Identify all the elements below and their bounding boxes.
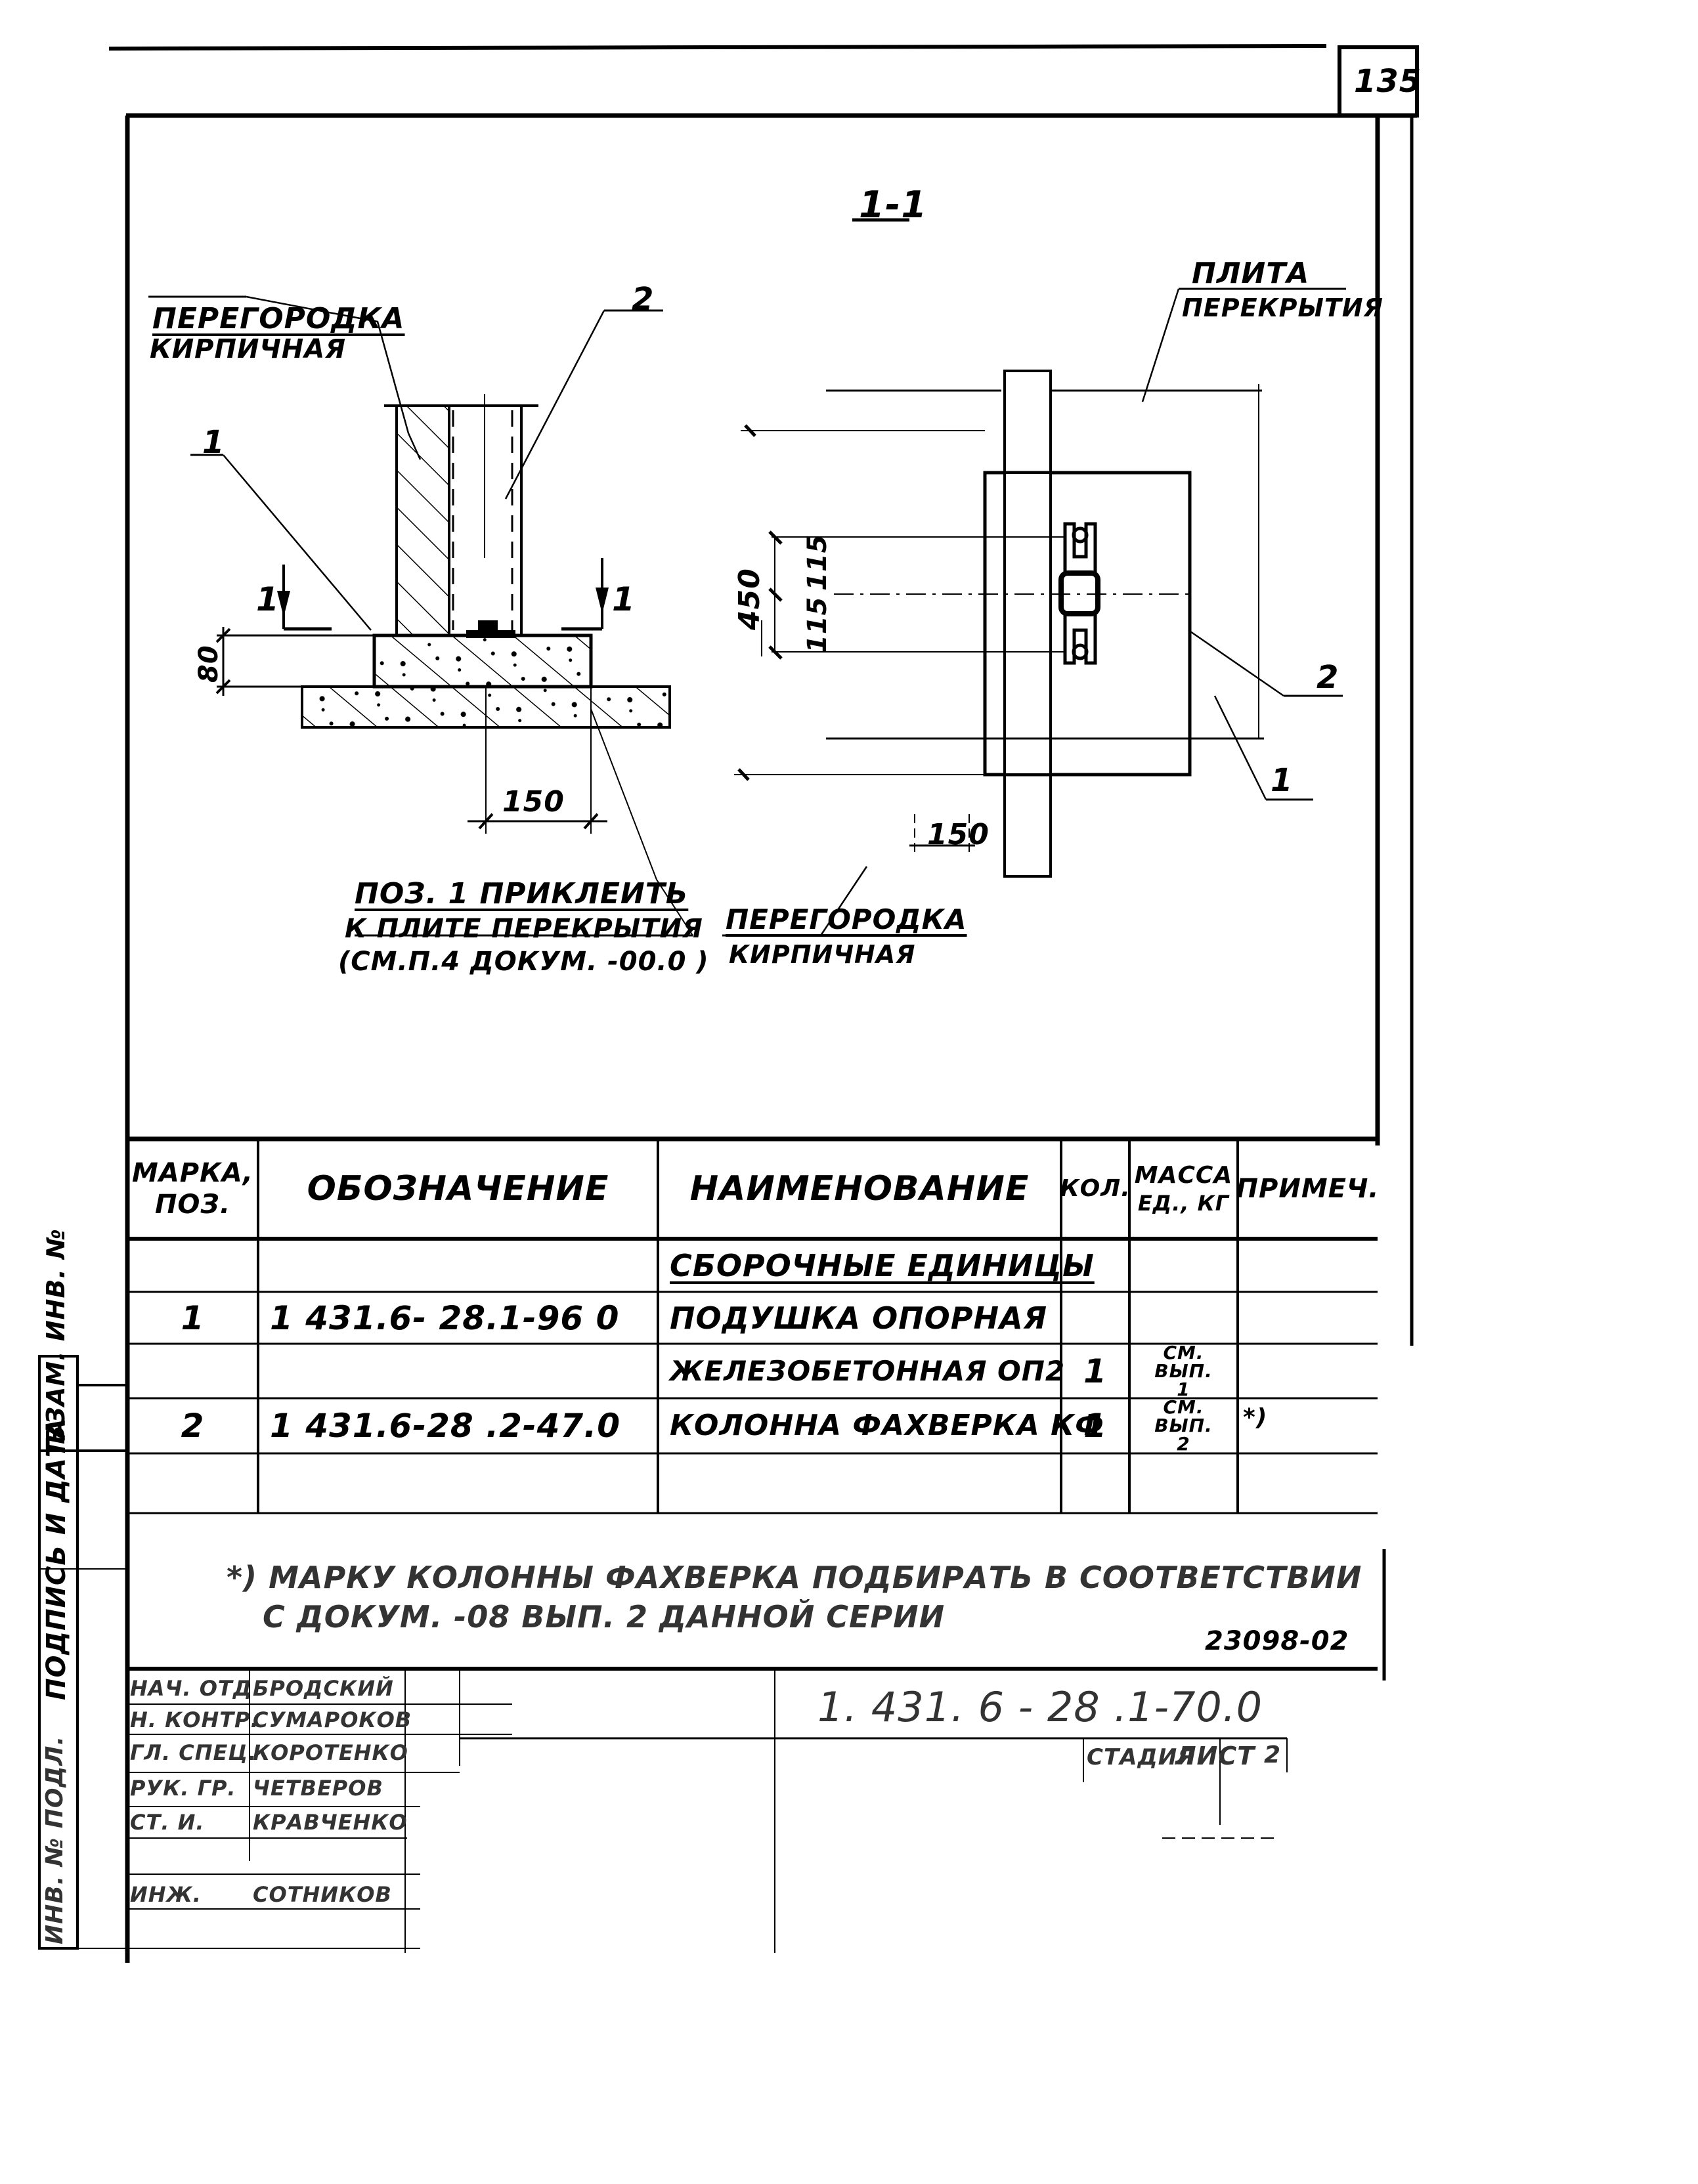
label-slab-line2: перекрытия	[1182, 293, 1383, 322]
tb-role-1: Н. контр.	[130, 1707, 259, 1732]
tb-name-3: Четверов	[253, 1776, 383, 1801]
note-line3: (см.п.4 докум. -00.0 )	[338, 947, 709, 977]
tb-role-0: Нач. отд.	[130, 1676, 261, 1701]
th-qty: Кол.	[1060, 1175, 1131, 1202]
th-mass: Масса ед., кг	[1129, 1139, 1238, 1239]
label-partition-line2: кирпичная	[150, 334, 346, 364]
note-line2: к плите перекрытия	[345, 914, 703, 944]
page-number: 135	[1354, 63, 1422, 100]
th-name: Наименование	[689, 1169, 1030, 1209]
tb-name-0: Бродский	[253, 1676, 394, 1701]
th-note: Примеч.	[1236, 1174, 1380, 1204]
row3-designation: 1 431.6-28 .2-47.0	[270, 1407, 620, 1445]
tb-role-2: Гл. спец.	[130, 1740, 257, 1765]
tb-name-2: Коротенко	[253, 1740, 408, 1765]
th-mark-line1: Марка,	[132, 1158, 253, 1188]
sheet-label: Лист	[1175, 1742, 1255, 1770]
row3-name: Колонна фахверка КФ	[670, 1409, 1104, 1442]
callout-1-right: 1	[1271, 762, 1294, 799]
row2-qty: 1	[1083, 1352, 1107, 1390]
row1-mark: 1	[181, 1298, 205, 1337]
side-replaced-inv: Взам. инв. №	[41, 1228, 70, 1444]
footnote-line2: с докум. -08 вып. 2 данной серии	[263, 1599, 946, 1635]
archive-number: 23098-02	[1205, 1626, 1349, 1656]
side-inv-original: Инв. № подл.	[41, 1735, 68, 1944]
dim-450: 450	[733, 568, 766, 630]
stage-label: Стадия	[1087, 1744, 1196, 1770]
th-mass-line2: ед., кг	[1137, 1191, 1230, 1216]
sheet-value: 2	[1264, 1742, 1282, 1768]
note-line1: Поз. 1 приклеить	[355, 877, 689, 910]
row3-mass: см. вып. 2	[1154, 1396, 1213, 1455]
row1-name: Подушка опорная	[670, 1300, 1048, 1336]
th-mark-line2: поз.	[154, 1189, 231, 1220]
row3-note: *)	[1243, 1404, 1268, 1431]
label-slab-line1: Плита	[1192, 257, 1310, 290]
tb-name-4: Кравченко	[253, 1810, 408, 1835]
section-heading: Сборочные единицы	[670, 1247, 1095, 1283]
dim-80: 80	[194, 645, 224, 683]
row2-mass: см. вып. 1	[1154, 1341, 1213, 1400]
section-mark-left: 1	[256, 580, 280, 618]
section-title: 1-1	[859, 184, 928, 226]
tb-name-1: Сумароков	[253, 1707, 412, 1732]
row2-name: железобетонная ОП2	[670, 1354, 1066, 1387]
dim-150-right: 150	[927, 818, 990, 851]
th-mass-line1: Масса	[1134, 1162, 1233, 1189]
label-partition-r-line2: кирпичная	[729, 940, 916, 969]
tb-name-6: Сотников	[253, 1882, 392, 1907]
dim-115-upper: 115	[802, 534, 833, 591]
footnote-line1: *) Марку колонны фахверка подбирать в со…	[227, 1560, 1362, 1595]
dim-115-lower: 115	[802, 596, 833, 654]
th-designation: Обозначение	[307, 1169, 609, 1209]
tb-role-4: Ст. и.	[130, 1810, 205, 1835]
section-mark-right: 1	[612, 580, 636, 618]
tb-role-3: Рук. гр.	[130, 1776, 236, 1801]
label-partition-r-line1: Перегородка	[726, 903, 967, 935]
side-signature-date: Подпись и дата	[41, 1417, 72, 1700]
th-mark: Марка, поз.	[127, 1139, 258, 1239]
callout-2-left: 2	[632, 281, 655, 318]
callout-1-left: 1	[202, 424, 225, 461]
dim-150-left: 150	[502, 785, 565, 819]
label-partition-line1: Перегородка	[152, 302, 405, 335]
row3-mark: 2	[181, 1407, 205, 1445]
document-code: 1. 431. 6 - 28 .1-70.0	[817, 1683, 1263, 1731]
tb-role-6: Инж.	[130, 1882, 202, 1907]
row1-designation: 1 431.6- 28.1-96 0	[270, 1298, 620, 1337]
row3-qty: 1	[1083, 1407, 1107, 1445]
callout-2-right: 2	[1317, 659, 1339, 696]
